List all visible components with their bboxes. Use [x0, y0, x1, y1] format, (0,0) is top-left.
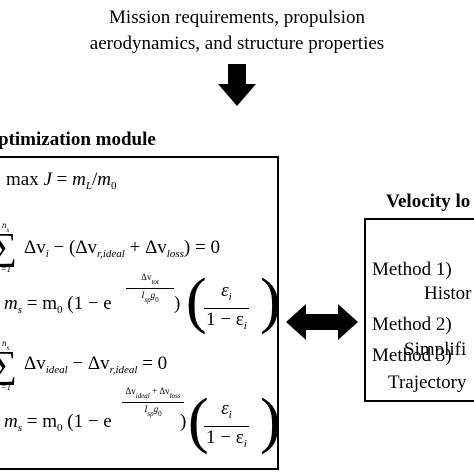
eq4-exponent: Δvideal + Δvloss Ispg0: [112, 386, 194, 419]
method-3-label: Method 3): [372, 345, 452, 366]
eq3-sum-lower: i=1: [0, 382, 12, 392]
eq1-sigma: ∑: [0, 226, 18, 268]
eq4-fraction: εi 1 − εi: [204, 398, 249, 450]
eq1-sum-upper: ns: [2, 220, 10, 234]
eq3-sigma: ∑: [0, 344, 18, 386]
eq2-body: ms = m0 (1 − e: [4, 293, 112, 316]
eq4-left-paren: (: [188, 387, 209, 455]
eq2-close: ): [174, 293, 181, 314]
optimization-module-title: ptimization module: [0, 129, 156, 150]
method-1-label: Method 1): [372, 259, 452, 280]
eq3-body: Δvideal − Δvr,ideal = 0: [24, 353, 168, 376]
eq4-close: ): [180, 411, 187, 432]
velocity-module-box: [364, 218, 474, 402]
eq2-fraction: εi 1 − εi: [204, 280, 249, 332]
eq2-left-paren: (: [186, 267, 207, 335]
down-arrow-icon: [218, 64, 256, 106]
objective-equation: max J = mL/m0: [6, 169, 117, 192]
header-line-1: Mission requirements, propulsion: [109, 7, 365, 28]
eq4-body: ms = m0 (1 − e: [4, 411, 112, 434]
header-line-2: aerodynamics, and structure properties: [89, 33, 385, 54]
connector-line: [0, 100, 474, 130]
optimization-module-box: [0, 156, 279, 470]
eq2-exponent: Δvtot Ispg0: [120, 272, 180, 305]
velocity-module-title: Velocity lo: [386, 191, 471, 212]
eq4-right-paren: ): [260, 387, 281, 455]
method-2-label: Method 2): [372, 314, 452, 335]
eq1-sum-lower: i=1: [0, 264, 12, 274]
eq3-sum-upper: ns: [2, 338, 10, 352]
double-arrow-icon: [286, 304, 358, 340]
eq1-body: Δvi − (Δvr,ideal + Δvloss) = 0: [24, 237, 220, 260]
method-2-detail: Simplifi: [404, 339, 467, 360]
method-1-detail: Histor: [424, 283, 472, 304]
method-3-detail: Trajectory: [388, 372, 467, 393]
eq2-right-paren: ): [260, 267, 281, 335]
